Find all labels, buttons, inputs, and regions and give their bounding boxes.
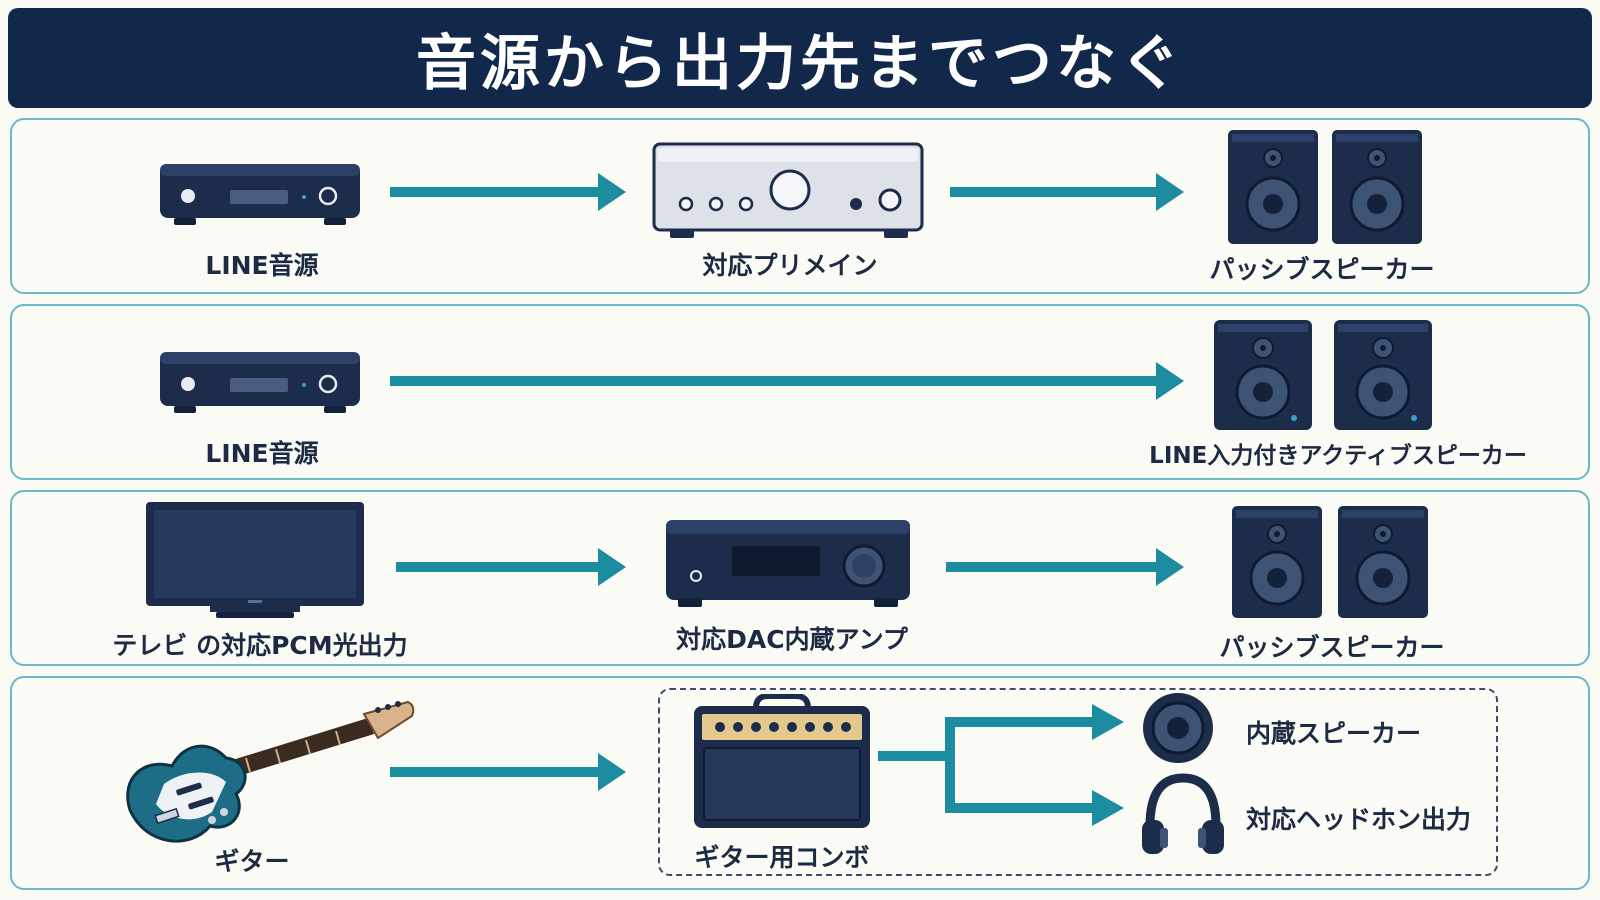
page-title: 音源から出力先までつなぐ: [416, 28, 1184, 99]
row3-output-label: パッシブスピーカー: [1219, 633, 1445, 662]
passive-speakers-icon: [1226, 128, 1422, 248]
row3-source-label: テレビ の対応PCM光出力: [112, 631, 408, 660]
title-banner: 音源から出力先までつなぐ: [8, 8, 1592, 108]
row3-arrow-2: [946, 548, 1184, 586]
dac-amp-icon: [664, 518, 912, 610]
row1-source-label: LINE音源: [205, 251, 319, 280]
row4-middle-label: ギター用コンボ: [694, 843, 870, 872]
active-speakers-icon: [1212, 318, 1436, 434]
row2-source-label: LINE音源: [205, 439, 319, 468]
row4-output1-label: 内蔵スピーカー: [1246, 719, 1422, 748]
row3-middle-label: 対応DAC内蔵アンプ: [676, 625, 908, 654]
row1-output-label: パッシブスピーカー: [1209, 255, 1435, 284]
guitar-combo-group: [658, 688, 1498, 876]
guitar-combo-amp-icon: [692, 694, 872, 830]
headphones-icon: [1138, 770, 1228, 858]
built-in-speaker-icon: [1140, 690, 1216, 766]
row3-arrow-1: [396, 548, 626, 586]
row2-output-label: LINE入力付きアクティブスピーカー: [1149, 443, 1527, 469]
tv-icon: [144, 500, 366, 624]
row4-output2-label: 対応ヘッドホン出力: [1246, 805, 1472, 834]
row4-arrow-1: [390, 753, 626, 791]
preamp-icon: [652, 142, 924, 242]
line-source-device-icon-2: [158, 350, 362, 414]
row1-arrow-2: [950, 173, 1184, 211]
row2-arrow: [390, 362, 1184, 400]
passive-speakers-icon-2: [1230, 504, 1430, 622]
guitar-icon: [116, 700, 416, 850]
row1-arrow-1: [390, 173, 626, 211]
row1-middle-label: 対応プリメイン: [702, 251, 878, 280]
row4-source-label: ギター: [214, 847, 290, 876]
branch-arrows: [878, 700, 1128, 830]
line-source-device-icon: [158, 162, 362, 226]
